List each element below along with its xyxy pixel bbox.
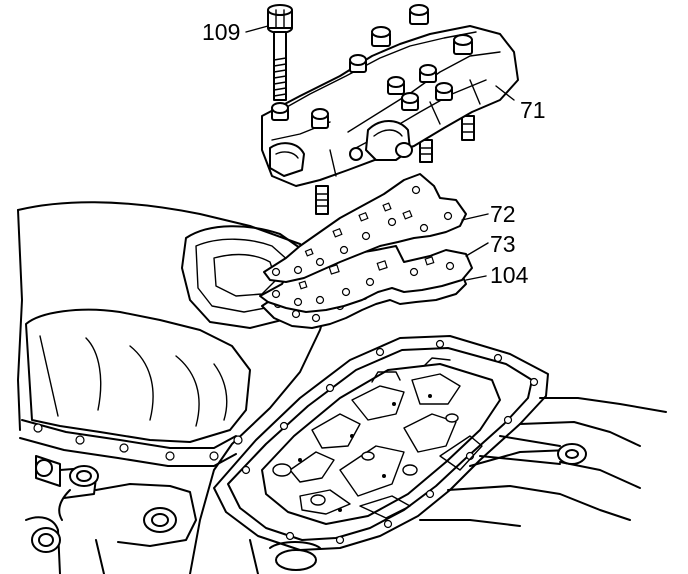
callout-72: 72 bbox=[490, 201, 516, 227]
transmission-case bbox=[17, 201, 331, 574]
callout-104: 104 bbox=[490, 262, 529, 288]
case-flange-bolts bbox=[33, 423, 243, 461]
valve-body-71 bbox=[261, 4, 519, 215]
pan-flange-bolts bbox=[241, 339, 539, 545]
channel-plate-pan bbox=[213, 335, 549, 551]
callout-73: 73 bbox=[490, 231, 516, 257]
gasket-72 bbox=[263, 173, 467, 283]
frame-bracket bbox=[419, 397, 667, 527]
valve-body-bolts bbox=[271, 4, 473, 129]
callout-leaders bbox=[245, 25, 515, 281]
callout-109: 109 bbox=[202, 19, 240, 45]
callout-71: 71 bbox=[520, 97, 546, 123]
bolt-109 bbox=[267, 4, 293, 101]
